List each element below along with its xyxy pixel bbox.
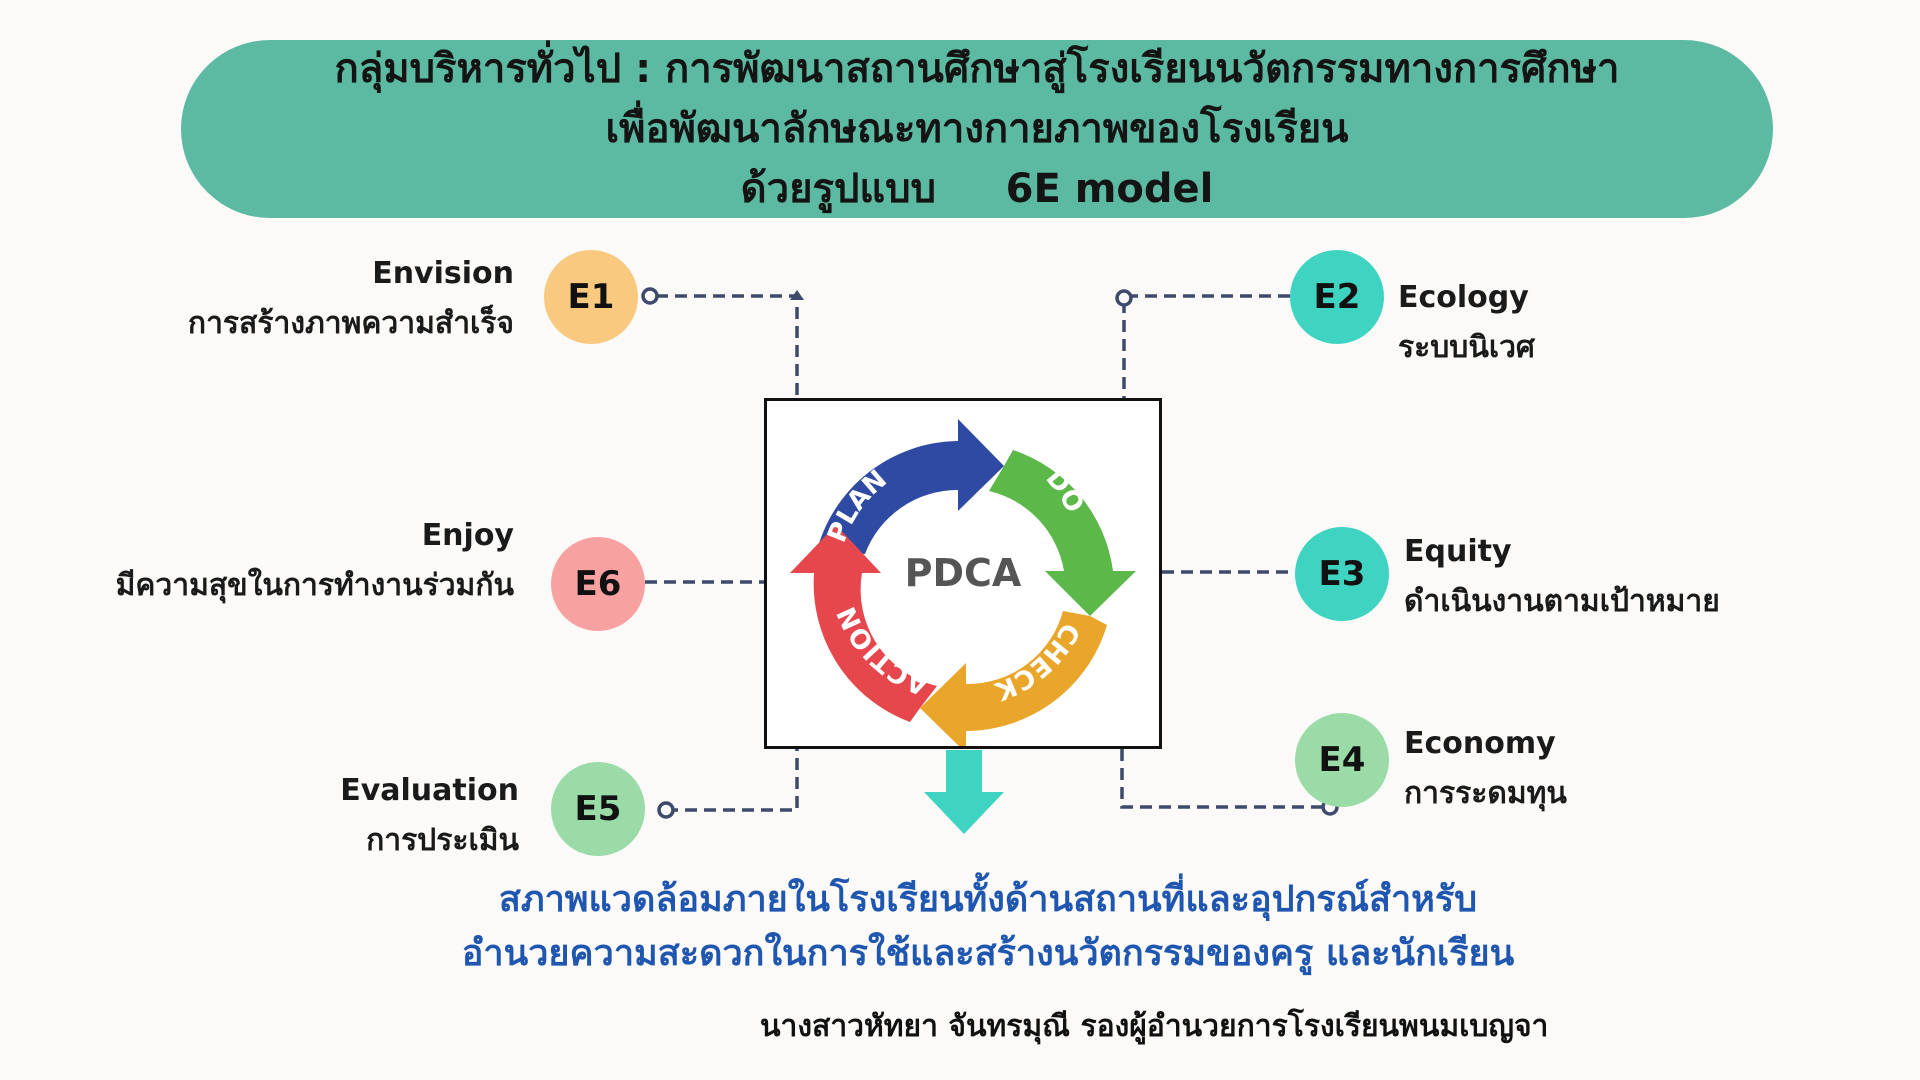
- e3-circle: E3: [1295, 527, 1389, 621]
- e3-subtitle: ดำเนินงานตามเป้าหมาย: [1404, 584, 1720, 619]
- bottom-description-line-1: สภาพแวดล้อมภายในโรงเรียนทั้งด้านสถานที่แ…: [498, 879, 1478, 920]
- connector-e2: [1122, 294, 1290, 398]
- e5-code: E5: [574, 789, 622, 829]
- connector-e1-dot: [641, 287, 659, 305]
- connector-e5-dot: [657, 801, 675, 819]
- e4-subtitle: การระดมทุน: [1404, 776, 1567, 811]
- pdca-cycle-graphic: PLAN DO CHECK ACTION PDCA: [790, 419, 1136, 753]
- e2-label: Ecology ระบบนิเวศ: [1398, 273, 1535, 373]
- e3-code: E3: [1318, 554, 1366, 594]
- pdca-do-arrow: [989, 450, 1136, 616]
- e5-circle: E5: [551, 762, 645, 856]
- connector-e5: [666, 749, 799, 812]
- pdca-diagram: PLAN DO CHECK ACTION PDCA: [764, 398, 1162, 753]
- header-title-line-1: กลุ่มบริหารทั่วไป : การพัฒนาสถานศึกษาสู่…: [334, 46, 1620, 92]
- pdca-center-label: PDCA: [905, 551, 1022, 595]
- e6-label: Enjoy มีความสุขในการทำงานร่วมกัน: [116, 511, 514, 611]
- e4-code: E4: [1318, 740, 1366, 780]
- connector-e2-dot: [1115, 289, 1133, 307]
- connector-e4: [1120, 749, 1330, 809]
- pdca-plan-arrow: [816, 419, 1004, 554]
- e5-subtitle: การประเมิน: [366, 823, 519, 858]
- e5-label: Evaluation การประเมิน: [340, 766, 519, 866]
- header-title-line-2: เพื่อพัฒนาลักษณะทางกายภาพของโรงเรียน: [605, 106, 1349, 152]
- e6-circle: E6: [551, 537, 645, 631]
- header-title-line-3: ด้วยรูปแบบ 6E model: [740, 166, 1214, 212]
- e6-code: E6: [574, 564, 622, 604]
- bottom-description-line-2: อำนวยความสะดวกในการใช้และสร้างนวัตกรรมขอ…: [461, 933, 1515, 974]
- e1-label: Envision การสร้างภาพความสำเร็จ: [188, 249, 514, 349]
- e1-code: E1: [567, 277, 615, 317]
- connector-e1: [656, 294, 799, 398]
- e6-title: Enjoy: [421, 518, 514, 553]
- pdca-check-arrow: [920, 611, 1107, 753]
- e6-subtitle: มีความสุขในการทำงานร่วมกัน: [115, 568, 514, 603]
- e1-title: Envision: [372, 256, 514, 291]
- e3-title: Equity: [1404, 534, 1512, 569]
- e2-circle: E2: [1290, 250, 1384, 344]
- down-arrow-icon: [924, 750, 1004, 834]
- header-banner: กลุ่มบริหารทั่วไป : การพัฒนาสถานศึกษาสู่…: [181, 40, 1773, 218]
- e4-title: Economy: [1404, 726, 1556, 761]
- e1-subtitle: การสร้างภาพความสำเร็จ: [187, 306, 514, 341]
- e4-circle: E4: [1295, 713, 1389, 807]
- e2-subtitle: ระบบนิเวศ: [1398, 330, 1535, 365]
- e3-label: Equity ดำเนินงานตามเป้าหมาย: [1404, 527, 1720, 627]
- e2-title: Ecology: [1398, 280, 1529, 315]
- e5-title: Evaluation: [340, 773, 519, 808]
- signature-author: นางสาวหัทยา จันทรมุณี รองผู้อำนวยการโรงเ…: [760, 1009, 1549, 1044]
- connector-e1-arrowhead: [790, 290, 804, 300]
- e1-circle: E1: [544, 250, 638, 344]
- pdca-action-arrow: [790, 525, 937, 722]
- e4-label: Economy การระดมทุน: [1404, 719, 1567, 819]
- e2-code: E2: [1313, 277, 1361, 317]
